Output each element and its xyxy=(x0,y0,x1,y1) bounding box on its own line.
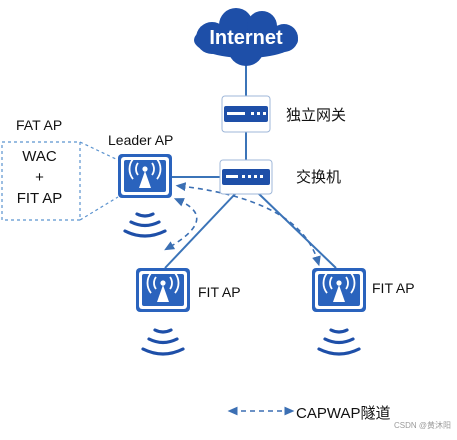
fat-ap-line-plus: + xyxy=(35,169,44,186)
fit-ap-right-device xyxy=(312,268,366,312)
internet-label: Internet xyxy=(209,27,283,49)
internet-cloud: Internet xyxy=(194,8,298,66)
tunnel-leader-fit-right xyxy=(175,182,321,267)
gateway-label: 独立网关 xyxy=(286,107,347,124)
switch-device xyxy=(219,159,273,195)
switch-label: 交换机 xyxy=(296,169,342,186)
fat-ap-title: FAT AP xyxy=(16,117,63,133)
fit-ap-left-device xyxy=(136,268,190,312)
link-switch-fit-right xyxy=(257,192,337,269)
fat-ap-box xyxy=(1,141,81,221)
fit-ap-left-label: FIT AP xyxy=(198,284,241,300)
fat-ap-box-content: WAC + FIT AP xyxy=(0,146,79,209)
watermark: CSDN @黄沐阳 xyxy=(393,421,451,430)
fat-ap-connector-bottom xyxy=(79,196,119,221)
signal-icon-fit-right xyxy=(317,328,361,356)
gateway-device xyxy=(221,95,271,133)
capwap-tunnels xyxy=(164,182,321,267)
fat-ap-line-fit: FIT AP xyxy=(16,190,63,207)
tunnel-leader-fit-left xyxy=(164,198,198,251)
leader-ap-label: Leader AP xyxy=(108,132,174,148)
signal-icon-leader xyxy=(123,212,167,238)
fat-ap-group xyxy=(1,141,119,221)
link-switch-fit-left xyxy=(164,192,237,269)
leader-ap-device xyxy=(118,154,172,198)
legend-label: CAPWAP隧道 xyxy=(296,405,391,422)
signal-icon-fit-left xyxy=(141,328,185,356)
fat-ap-line-wac: WAC xyxy=(22,148,57,165)
fit-ap-right-label: FIT AP xyxy=(372,280,415,296)
fat-ap-connector-top xyxy=(79,141,119,161)
